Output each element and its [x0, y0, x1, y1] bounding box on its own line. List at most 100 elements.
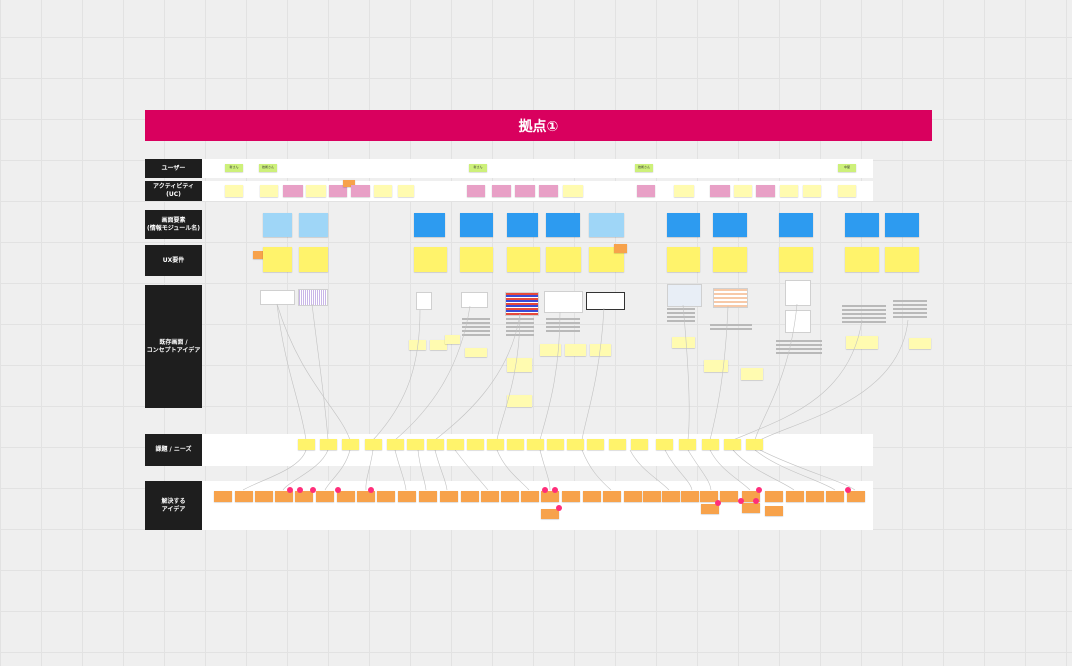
activity-sticky[interactable]	[637, 185, 655, 197]
ux-sticky[interactable]	[667, 247, 700, 272]
issue-sticky[interactable]	[656, 439, 673, 450]
concept-sticky[interactable]	[565, 344, 586, 356]
existing-screen-thumbnail[interactable]	[544, 291, 583, 313]
issue-sticky[interactable]	[447, 439, 464, 450]
idea-sticky[interactable]	[419, 491, 437, 502]
activity-sticky[interactable]	[467, 185, 485, 197]
idea-sticky[interactable]	[357, 491, 375, 502]
activity-sticky[interactable]	[225, 185, 243, 197]
idea-sticky[interactable]	[440, 491, 458, 502]
idea-sticky[interactable]	[275, 491, 293, 502]
activity-sticky[interactable]	[374, 185, 392, 197]
ux-sticky[interactable]	[546, 247, 581, 272]
existing-screen-thumbnail[interactable]	[785, 310, 811, 333]
activity-sticky[interactable]	[710, 185, 730, 197]
idea-sticky[interactable]	[624, 491, 642, 502]
idea-sticky[interactable]	[826, 491, 844, 502]
issue-sticky[interactable]	[387, 439, 404, 450]
issue-sticky[interactable]	[746, 439, 763, 450]
activity-sticky[interactable]	[351, 185, 370, 197]
user-sticky[interactable]: 新さん	[469, 164, 487, 172]
activity-sticky[interactable]	[398, 185, 414, 197]
ux-sticky[interactable]	[414, 247, 447, 272]
issue-sticky[interactable]	[507, 439, 524, 450]
idea-sticky[interactable]	[214, 491, 232, 502]
idea-sticky[interactable]	[295, 491, 313, 502]
concept-sticky[interactable]	[590, 344, 611, 356]
issue-sticky[interactable]	[467, 439, 484, 450]
ux-sticky[interactable]	[299, 247, 328, 272]
idea-sticky[interactable]	[316, 491, 334, 502]
screen-element-sticky[interactable]	[845, 213, 879, 237]
concept-sticky[interactable]	[704, 360, 728, 372]
issue-sticky[interactable]	[631, 439, 648, 450]
issue-sticky[interactable]	[365, 439, 382, 450]
idea-sticky[interactable]	[583, 491, 601, 502]
screen-element-sticky[interactable]	[299, 213, 328, 237]
issue-sticky[interactable]	[320, 439, 337, 450]
issue-sticky[interactable]	[702, 439, 719, 450]
activity-sticky[interactable]	[283, 185, 303, 197]
concept-sticky[interactable]	[909, 338, 931, 349]
ux-sticky[interactable]	[779, 247, 813, 272]
screen-element-sticky[interactable]	[713, 213, 747, 237]
activity-sticky[interactable]	[539, 185, 558, 197]
idea-sticky[interactable]	[700, 491, 718, 502]
existing-screen-thumbnail[interactable]	[713, 288, 748, 308]
issue-sticky[interactable]	[724, 439, 741, 450]
ux-sticky[interactable]	[507, 247, 540, 272]
screen-element-sticky[interactable]	[885, 213, 919, 237]
idea-sticky[interactable]	[603, 491, 621, 502]
screen-element-sticky[interactable]	[546, 213, 580, 237]
user-sticky[interactable]: 技術さん	[259, 164, 277, 172]
concept-sticky[interactable]	[741, 368, 763, 380]
activity-sticky[interactable]	[674, 185, 694, 197]
existing-screen-thumbnail[interactable]	[505, 292, 539, 316]
ux-sticky[interactable]	[713, 247, 747, 272]
issue-sticky[interactable]	[342, 439, 359, 450]
activity-sticky[interactable]	[780, 185, 798, 197]
user-sticky[interactable]: 技術さん	[635, 164, 653, 172]
existing-screen-thumbnail[interactable]	[298, 289, 328, 306]
idea-sticky[interactable]	[765, 506, 783, 516]
screen-element-sticky[interactable]	[779, 213, 813, 237]
activity-sticky[interactable]	[803, 185, 821, 197]
idea-sticky[interactable]	[742, 491, 760, 502]
user-sticky[interactable]: 新さん	[225, 164, 243, 172]
idea-sticky[interactable]	[662, 491, 680, 502]
idea-sticky[interactable]	[501, 491, 519, 502]
existing-screen-thumbnail[interactable]	[260, 290, 295, 305]
idea-sticky[interactable]	[235, 491, 253, 502]
activity-sticky[interactable]	[260, 185, 278, 197]
concept-sticky[interactable]	[540, 344, 561, 356]
screen-element-sticky[interactable]	[667, 213, 700, 237]
concept-sticky[interactable]	[465, 348, 487, 357]
ux-sticky[interactable]	[253, 251, 265, 259]
ux-sticky[interactable]	[885, 247, 919, 272]
idea-sticky[interactable]	[681, 491, 699, 502]
activity-sticky[interactable]	[563, 185, 583, 197]
existing-screen-thumbnail[interactable]	[416, 292, 432, 310]
existing-screen-thumbnail[interactable]	[785, 280, 811, 306]
screen-element-sticky[interactable]	[507, 213, 538, 237]
idea-sticky[interactable]	[701, 504, 719, 514]
concept-sticky[interactable]	[672, 337, 695, 348]
idea-sticky[interactable]	[742, 503, 760, 513]
activity-sticky[interactable]	[343, 180, 355, 187]
user-sticky[interactable]: 中堅	[838, 164, 856, 172]
existing-screen-thumbnail[interactable]	[461, 292, 488, 308]
concept-sticky[interactable]	[409, 340, 426, 350]
issue-sticky[interactable]	[547, 439, 564, 450]
screen-element-sticky[interactable]	[460, 213, 493, 237]
issue-sticky[interactable]	[679, 439, 696, 450]
issue-sticky[interactable]	[527, 439, 544, 450]
concept-sticky[interactable]	[507, 395, 532, 407]
issue-sticky[interactable]	[609, 439, 626, 450]
ux-sticky[interactable]	[460, 247, 493, 272]
idea-sticky[interactable]	[461, 491, 479, 502]
ux-sticky[interactable]	[845, 247, 879, 272]
activity-sticky[interactable]	[306, 185, 326, 197]
idea-sticky[interactable]	[521, 491, 539, 502]
activity-sticky[interactable]	[515, 185, 535, 197]
issue-sticky[interactable]	[487, 439, 504, 450]
